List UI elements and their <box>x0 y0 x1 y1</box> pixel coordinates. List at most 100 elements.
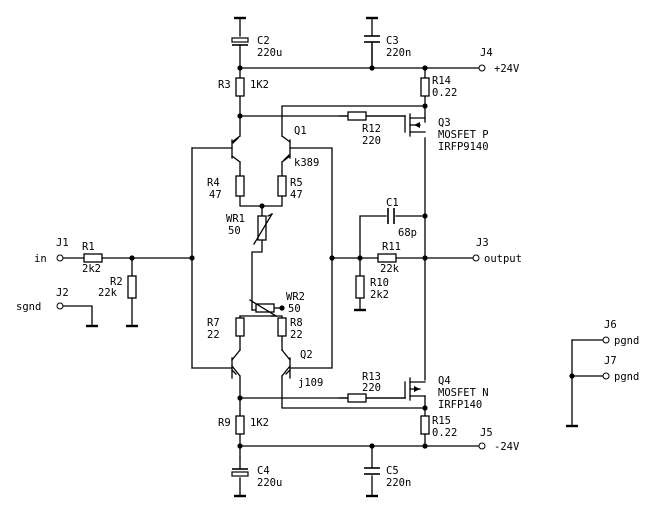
c3-value: 220n <box>386 47 411 59</box>
trimmer-WR1: WR1 50 <box>226 213 273 245</box>
j2-net: sgnd <box>16 301 41 313</box>
resistor-R7: R7 22 <box>207 317 245 341</box>
q2-value: j109 <box>298 377 323 389</box>
j5-net: -24V <box>494 441 520 453</box>
resistor-R14: R14 0.22 <box>420 75 457 99</box>
c5-value: 220n <box>386 477 411 489</box>
mosfet-Q4: Q4 MOSFET N IRFP140 <box>414 375 489 411</box>
c1-value: 68p <box>398 227 417 239</box>
resistor-R5: R5 47 <box>277 175 303 201</box>
resistor-R1: R1 2k2 <box>82 241 103 275</box>
r2-ref: R2 <box>110 276 123 288</box>
junction-dots <box>129 65 575 449</box>
connector-J7: J7 pgnd <box>602 355 639 383</box>
c4-ref: C4 <box>257 465 270 477</box>
resistor-R2: R2 22k <box>98 275 137 299</box>
r10-value: 2k2 <box>370 289 389 301</box>
resistor-R13: R13 220 <box>347 371 381 403</box>
r4-value: 47 <box>209 189 222 201</box>
j7-ref: J7 <box>604 355 617 367</box>
resistor-R15: R15 0.22 <box>420 415 457 439</box>
resistor-R11: R11 22k <box>377 241 401 275</box>
capacitor-C3: C3 220n <box>364 35 411 69</box>
r7-value: 22 <box>207 329 220 341</box>
resistor-R9: R9 1K2 <box>218 415 269 435</box>
j5-ref: J5 <box>480 427 493 439</box>
transistor-Q2: Q2 j109 <box>231 349 323 389</box>
r9-value: 1K2 <box>250 417 269 429</box>
resistor-R3: R3 1K2 <box>218 77 269 97</box>
j4-net: +24V <box>494 63 520 75</box>
q3-ref: Q3 <box>438 117 451 129</box>
r14-ref: R14 <box>432 75 451 87</box>
capacitor-C2: C2 220u <box>231 35 282 59</box>
resistor-R8: R8 22 <box>277 317 303 341</box>
r13-ref: R13 <box>362 371 381 383</box>
capacitor-C4: C4 220u <box>231 457 282 489</box>
connector-J2: J2 sgnd <box>16 287 69 313</box>
r13-value: 220 <box>362 382 381 394</box>
q3-value: IRFP9140 <box>438 141 489 153</box>
connector-J3: J3 output <box>472 237 522 265</box>
c3-ref: C3 <box>386 35 399 47</box>
connector-J4: J4 +24V <box>478 47 520 75</box>
j3-net: output <box>484 253 522 265</box>
j4-ref: J4 <box>480 47 493 59</box>
r11-value: 22k <box>380 263 400 275</box>
j7-net: pgnd <box>614 371 639 383</box>
capacitor-C1: C1 68p <box>386 197 417 239</box>
c2-value: 220u <box>257 47 282 59</box>
q4-value: IRFP140 <box>438 399 482 411</box>
r5-value: 47 <box>290 189 303 201</box>
q4-type: MOSFET N <box>438 387 489 399</box>
j2-ref: J2 <box>56 287 69 299</box>
r11-ref: R11 <box>382 241 401 253</box>
r3-value: 1K2 <box>250 79 269 91</box>
r5-ref: R5 <box>290 177 303 189</box>
r2-value: 22k <box>98 287 118 299</box>
c5-ref: C5 <box>386 465 399 477</box>
wr1-value: 50 <box>228 225 241 237</box>
r1-ref: R1 <box>82 241 95 253</box>
r12-value: 220 <box>362 135 381 147</box>
r15-ref: R15 <box>432 415 451 427</box>
j1-net: in <box>34 253 47 265</box>
resistor-R10: R10 2k2 <box>355 275 389 301</box>
resistor-R4: R4 47 <box>207 175 245 201</box>
r3-ref: R3 <box>218 79 231 91</box>
r10-ref: R10 <box>370 277 389 289</box>
wr2-value: 50 <box>288 303 301 315</box>
c4-value: 220u <box>257 477 282 489</box>
resistor-R12: R12 220 <box>347 111 381 147</box>
q1-value: k389 <box>294 157 319 169</box>
c1-ref: C1 <box>386 197 399 209</box>
connector-J1: J1 in <box>34 237 69 265</box>
connector-J5: J5 -24V <box>478 427 520 453</box>
r4-ref: R4 <box>207 177 220 189</box>
q4-ref: Q4 <box>438 375 451 387</box>
j3-ref: J3 <box>476 237 489 249</box>
r8-ref: R8 <box>290 317 303 329</box>
capacitor-C5: C5 220n <box>364 465 411 489</box>
trimmer-WR2: WR2 50 <box>249 291 305 317</box>
r15-value: 0.22 <box>432 427 457 439</box>
mosfet-Q3: Q3 MOSFET P IRFP9140 <box>414 117 489 153</box>
j6-net: pgnd <box>614 335 639 347</box>
j6-ref: J6 <box>604 319 617 331</box>
q3-type: MOSFET P <box>438 129 489 141</box>
r9-ref: R9 <box>218 417 231 429</box>
r14-value: 0.22 <box>432 87 457 99</box>
wr1-ref: WR1 <box>226 213 245 225</box>
r1-value: 2k2 <box>82 263 101 275</box>
wr2-ref: WR2 <box>286 291 305 303</box>
transistor-Q1: Q1 k389 <box>232 125 319 169</box>
q2-ref: Q2 <box>300 349 313 361</box>
r12-ref: R12 <box>362 123 381 135</box>
j1-ref: J1 <box>56 237 69 249</box>
r8-value: 22 <box>290 329 303 341</box>
q1-ref: Q1 <box>294 125 307 137</box>
c2-ref: C2 <box>257 35 270 47</box>
ground-symbols <box>86 16 578 498</box>
connector-J6: J6 pgnd <box>602 319 639 347</box>
